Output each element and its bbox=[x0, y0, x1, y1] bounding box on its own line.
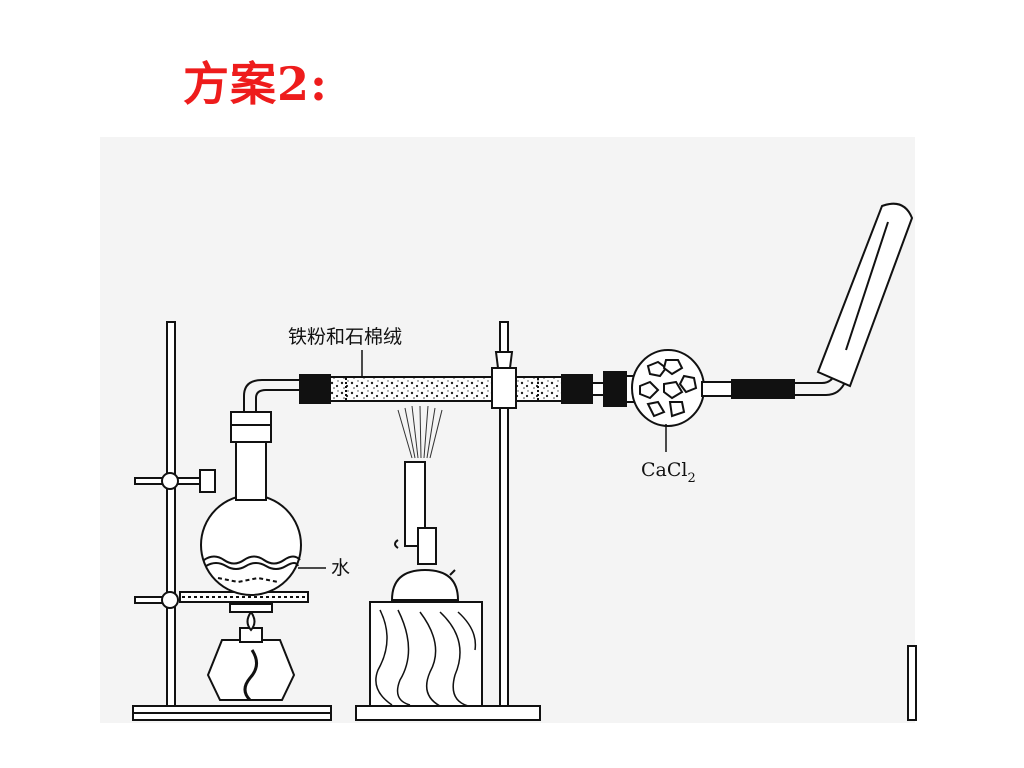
burner-flame-spray bbox=[397, 405, 443, 459]
flask-stopper bbox=[230, 411, 272, 443]
cacl2-label: CaCl2 bbox=[641, 459, 696, 486]
flask-clamp bbox=[134, 469, 216, 493]
round-bottom-flask bbox=[200, 437, 302, 596]
reaction-tube bbox=[299, 374, 593, 404]
left-alcohol-lamp bbox=[206, 603, 296, 702]
edge-fragment bbox=[907, 645, 917, 721]
wooden-block bbox=[369, 601, 483, 709]
delivery-tube bbox=[243, 379, 300, 412]
slide-title: 方案2: bbox=[183, 57, 328, 111]
water-label: 水 bbox=[331, 557, 350, 579]
center-burner bbox=[390, 461, 460, 601]
tube-contents-label: 铁粉和石棉绒 bbox=[288, 326, 402, 348]
collection-assembly bbox=[731, 371, 847, 399]
collection-test-tube bbox=[816, 202, 914, 388]
right-retort-stand bbox=[355, 321, 541, 721]
left-retort-stand bbox=[132, 321, 332, 721]
